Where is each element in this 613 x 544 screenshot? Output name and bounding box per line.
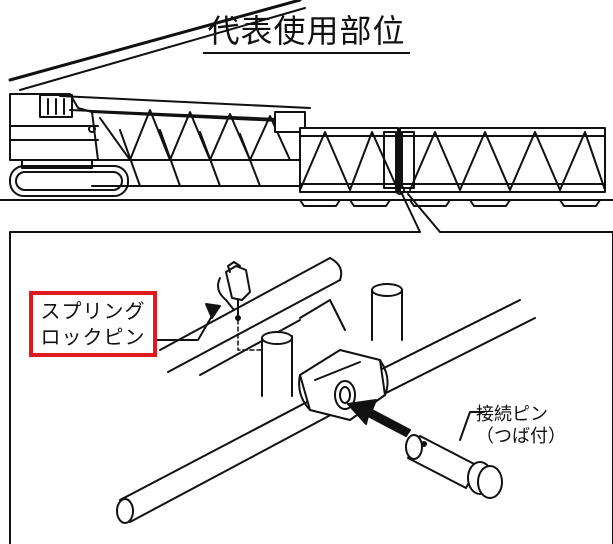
crane-boom xyxy=(8,0,311,187)
spring-lock-pin xyxy=(217,261,263,351)
title-text: 代表使用部位 xyxy=(203,12,410,54)
insert-arrow xyxy=(347,399,411,437)
detail-tubes xyxy=(116,257,536,524)
diagram-title: 代表使用部位 xyxy=(0,6,613,54)
spring-lock-pin-leader xyxy=(156,315,213,341)
crane-body xyxy=(9,93,129,197)
spring-lock-pin-label-line2: ロックピン xyxy=(40,325,146,349)
connecting-pin-label: 接続ピン （つば付） xyxy=(476,404,566,448)
boom-sections xyxy=(0,127,613,207)
spring-lock-pin-label-line1: スプリング xyxy=(40,299,146,323)
spring-lock-pin-leader-arrowhead xyxy=(205,303,221,319)
spring-lock-pin-label: スプリング ロックピン xyxy=(29,291,157,357)
connecting-pin xyxy=(405,411,503,499)
pin-joint xyxy=(298,349,389,421)
zoom-callout xyxy=(9,193,613,544)
connecting-pin-label-line1: 接続ピン xyxy=(476,404,548,425)
connecting-pin-label-line2: （つば付） xyxy=(476,426,566,447)
